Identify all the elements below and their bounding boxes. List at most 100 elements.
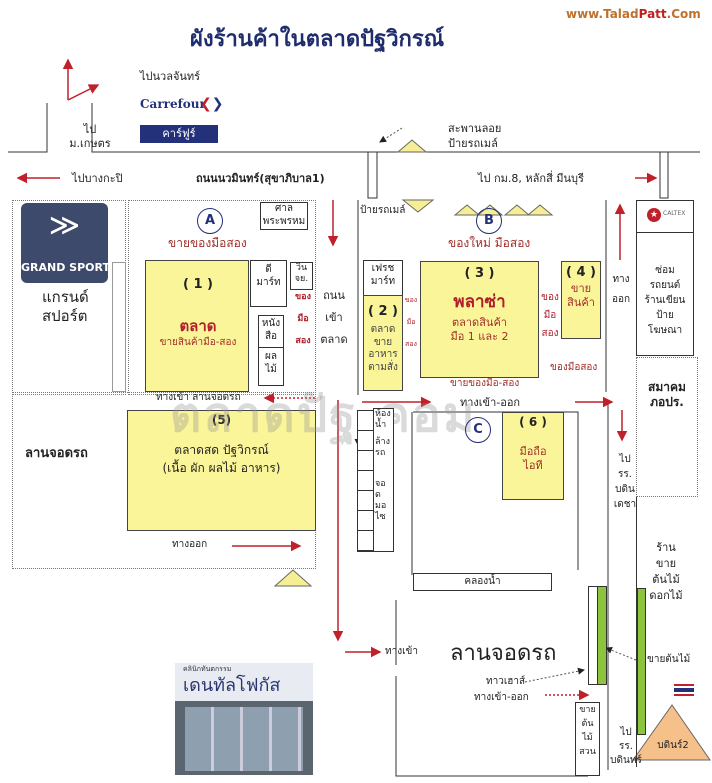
- zone-6[interactable]: ( 6 ) มือถือ ไอที: [502, 412, 564, 500]
- thai-flag-icon: [674, 684, 694, 696]
- zone-3-title: พลาซ่า: [453, 292, 506, 312]
- caltex-star-icon: ★: [647, 208, 661, 222]
- zone-a-side-label: ของ มือ สอง: [295, 292, 311, 346]
- zone-5[interactable]: (5) ตลาดสด ปัฐวิกรณ์ (เนื้อ ผัก ผลไม้ อา…: [127, 410, 316, 531]
- zone-4-desc: ขาย สินค้า: [567, 282, 595, 309]
- shrine: ศาล พระพรหม: [260, 202, 308, 230]
- zone-3-number: ( 3 ): [464, 266, 495, 281]
- bookstore: หนัง สือ: [258, 315, 284, 348]
- market-road-label: ถนน เข้า ตลาด: [320, 289, 348, 346]
- fresh-mart: เฟรช มาร์ท: [363, 260, 403, 296]
- zone-a-desc: ขายของมือสอง: [168, 236, 247, 250]
- carrefour-logo: Carrefour: [140, 97, 206, 111]
- bus-stop-b: ป้ายรถเมล์: [360, 205, 406, 216]
- bodin2-marker: [632, 704, 711, 761]
- road-name: ถนนนวมินทร์(สุขาภิบาล1): [196, 172, 325, 185]
- caltex-label: CALTEX: [663, 210, 686, 217]
- canal: คลองน้ำ: [413, 573, 552, 591]
- zone-4-number: ( 4 ): [566, 265, 596, 280]
- moto-parking-label: จอ ด มอ ไซ: [375, 479, 387, 522]
- to-nuanchan-label: ไปนวลจันทร์: [140, 70, 201, 83]
- carrefour-icon: ❮❯: [200, 96, 224, 112]
- site-url[interactable]: www.TaladPatt.Com: [566, 7, 701, 22]
- zone-2-desc: ตลาด ขาย อาหาร ตามสั่ง: [368, 324, 398, 373]
- in-out-bottom-label: ทางเข้า-ออก: [474, 692, 529, 703]
- grand-sport-logo: ≫ GRAND SPORT: [21, 203, 110, 283]
- plant-shop-label: ร้าน ขาย ต้นไม้ ดอกไม้: [649, 541, 683, 602]
- zone-b-side-left: ของ มือ สอง: [404, 296, 418, 348]
- url-brand2: Patt: [638, 7, 667, 21]
- carwash-label: ล้าง รถ: [375, 437, 390, 458]
- page-title: ผังร้านค้าในตลาดปัฐวิกรณ์: [190, 27, 445, 52]
- zone-6-desc: มือถือ ไอที: [519, 445, 547, 472]
- association: สมาคม ภอปร.: [636, 357, 698, 497]
- to-kaset-label: ไป ม.เกษตร: [69, 123, 111, 150]
- grand-sport-text: GRAND SPORT: [21, 261, 110, 274]
- zone-b-desc: ของใหม่ มือสอง: [448, 236, 531, 250]
- zone-3-desc: ตลาดสินค้า มือ 1 และ 2: [450, 316, 509, 343]
- zone-c-marker: C: [465, 417, 491, 443]
- bodin2-label: บดินร์2: [657, 740, 689, 751]
- url-prefix: www.: [566, 7, 604, 21]
- url-suffix: .Com: [666, 7, 701, 21]
- store-doors: [185, 707, 303, 771]
- to-bodindecha-label: ไป รร. บดิน เดชา: [613, 454, 637, 510]
- toilet-label: ห้อง น้ำ: [375, 409, 391, 430]
- to-minburi-label: ไป กม.8, หลักสี่ มีนบุรี: [478, 172, 584, 185]
- store-sign: คลินิกทันตกรรม เดนทัลโฟกัส: [175, 663, 313, 701]
- store-photo: คลินิกทันตกรรม เดนทัลโฟกัส: [175, 663, 313, 775]
- road-edge: [8, 103, 700, 153]
- parking-entrance-label: ทางเข้า ลานจอดรถ: [156, 392, 241, 403]
- caltex: ★ CALTEX: [636, 200, 694, 233]
- building: [112, 262, 126, 392]
- zone-2-number: ( 2 ): [368, 304, 398, 319]
- grand-sport-th: แกรนด์ สปอร์ต: [42, 288, 89, 325]
- zone-b-side-right: ของ มือ สอง: [541, 292, 559, 339]
- carrefour-sign: คาร์ฟูร์: [140, 125, 218, 143]
- zone-6-number: ( 6 ): [519, 415, 547, 429]
- toilet-stalls: [357, 410, 374, 552]
- zone-1-title: ตลาด: [179, 317, 217, 335]
- zone-1-number: ( 1 ): [183, 277, 213, 292]
- store-sign-text: เดนทัลโฟกัส: [183, 675, 281, 696]
- zone-a: [128, 200, 316, 395]
- zone-a-marker: A: [197, 208, 223, 234]
- zone-5-number: (5): [211, 413, 232, 427]
- zone-3[interactable]: ( 3 ) พลาซ่า ตลาดสินค้า มือ 1 และ 2: [420, 261, 539, 378]
- plant-stalls: [637, 588, 646, 735]
- zone-b-bottom-label: ขายของมือ-สอง: [450, 378, 520, 389]
- car-repair-shop: ซ่อม รถยนต์ ร้านเขียน ป้าย โฆษณา: [636, 232, 694, 356]
- overpass-label: สะพานลอย: [448, 122, 502, 135]
- url-brand1: Talad: [603, 7, 639, 21]
- services-column: ห้อง น้ำ ล้าง รถ จอ ด มอ ไซ: [373, 408, 394, 552]
- second-hand-label: ของมือสอง: [550, 362, 598, 373]
- townhouse-label: ทาวเฮาส์: [486, 676, 526, 687]
- exit-bottom-label: ทางออก: [172, 539, 208, 550]
- parking-bottom-label: ลานจอดรถ: [450, 641, 557, 666]
- zone-1[interactable]: ( 1 ) ตลาด ขายสินค้ามือ-สอง: [145, 260, 249, 392]
- exit-label: ทาง ออก: [611, 274, 631, 305]
- entrance-label: ทางเข้า: [385, 646, 418, 657]
- zone-b-marker: B: [476, 208, 502, 234]
- pillar: [367, 151, 378, 199]
- store-sign-small: คลินิกทันตกรรม: [183, 665, 232, 673]
- garden-plants-stall: ขาย ต้น ไม้ สวน: [575, 702, 600, 776]
- watermark: ตลาดปัฐ.คอม: [170, 387, 477, 443]
- parking-left-label: ลานจอดรถ: [25, 446, 88, 461]
- plant-stalls-inner: [597, 586, 607, 685]
- to-bodin-label: ไป รร. บดินทร์: [610, 727, 642, 766]
- d-mart: ดี มาร์ท: [250, 260, 287, 307]
- divider: [636, 497, 637, 767]
- zone-5-desc: ตลาดสด ปัฐวิกรณ์ (เนื้อ ผัก ผลไม้ อาหาร): [162, 443, 281, 475]
- fruit-stall: ผล ไม้: [258, 347, 284, 386]
- motorbike-taxi: วิน จย.: [290, 262, 313, 290]
- in-out-label: ทางเข้า-ออก: [460, 396, 521, 409]
- zone-1-desc: ขายสินค้ามือ-สอง: [159, 337, 237, 348]
- wings-icon: ≫: [48, 208, 81, 243]
- pillar: [659, 151, 669, 199]
- zone-2[interactable]: ( 2 ) ตลาด ขาย อาหาร ตามสั่ง: [363, 295, 403, 391]
- bus-stop-label: ป้ายรถเมล์: [448, 137, 498, 150]
- plants-label: ขายต้นไม้: [647, 654, 691, 665]
- to-bangkapi-label: ไปบางกะปิ: [72, 172, 123, 185]
- zone-4[interactable]: ( 4 ) ขาย สินค้า: [561, 261, 601, 339]
